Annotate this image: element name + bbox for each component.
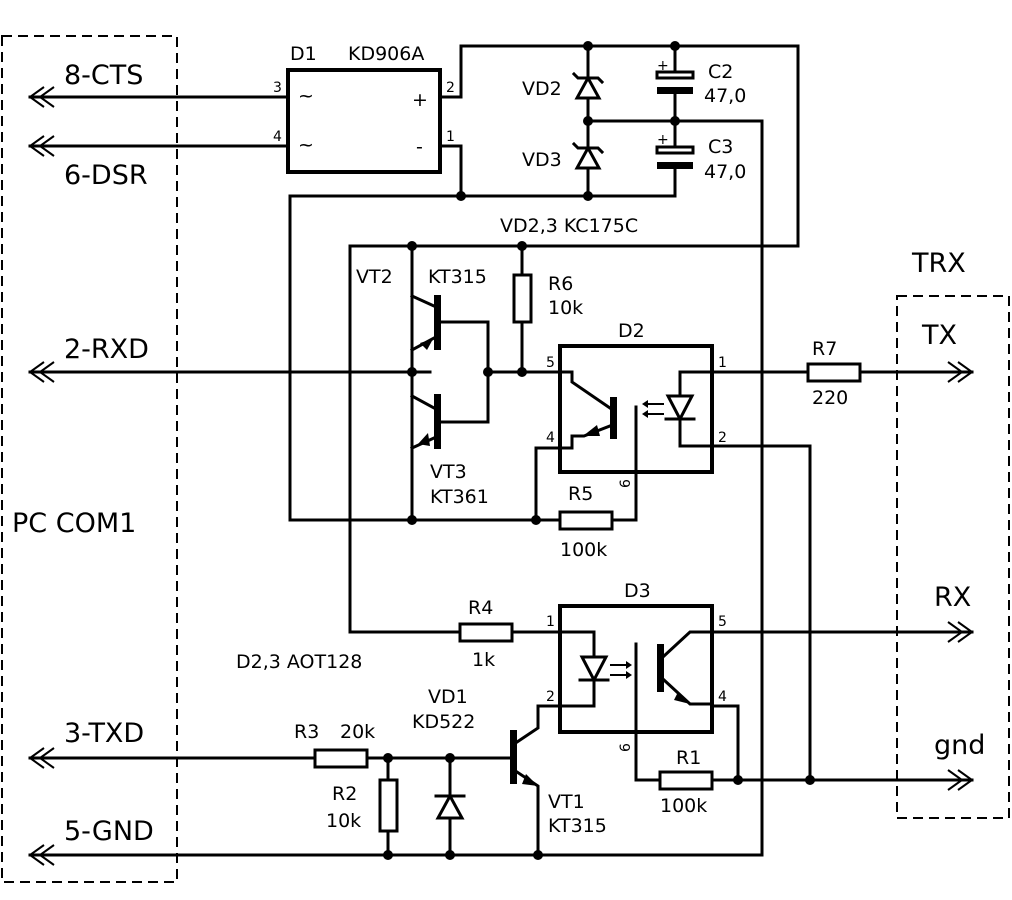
- d1-plus: +: [412, 89, 428, 111]
- r5-resistor: [558, 510, 614, 531]
- r3-value: 20k: [340, 721, 375, 743]
- vd1-ref: VD1: [428, 686, 468, 708]
- pc-com1-connector: [1, 35, 178, 883]
- d1-ref: D1: [290, 43, 317, 65]
- power-wires: [288, 44, 800, 857]
- trx-pin-tx: TX: [921, 320, 957, 351]
- vt2-type: KT315: [428, 266, 487, 288]
- d2-pin-6: 6: [618, 479, 634, 488]
- vt2-ref: VT2: [356, 266, 393, 288]
- tx-wires: [710, 370, 974, 782]
- d3-pin-1: 1: [546, 614, 555, 630]
- d3-pin-4: 4: [718, 689, 727, 705]
- r4-resistor: [458, 622, 514, 643]
- pin-label-gnd: 5-GND: [64, 816, 154, 847]
- d1-pin-1: 1: [446, 129, 455, 145]
- c3-value: 47,0: [704, 161, 746, 183]
- r3-ref: R3: [294, 721, 319, 743]
- d3-output-wires: [634, 630, 974, 782]
- vt3-transistor-symbol: [409, 370, 441, 450]
- trx-pin-rx: RX: [934, 582, 971, 613]
- d1-ac-1: ~: [298, 85, 314, 107]
- r4-value: 1k: [472, 649, 495, 671]
- d1-bridge-body: [286, 68, 442, 174]
- r1-ref: R1: [676, 747, 701, 769]
- r6-resistor: [512, 273, 533, 324]
- pin-label-txd: 3-TXD: [64, 718, 144, 749]
- zener-note: VD2,3 KC175C: [500, 215, 638, 237]
- d2-pin-1: 1: [718, 355, 727, 371]
- d1-pin-2: 2: [446, 80, 455, 96]
- r2-value: 10k: [326, 810, 361, 832]
- trx-connector: [896, 295, 1010, 819]
- d2-pin-5: 5: [546, 355, 555, 371]
- c2-ref: C2: [708, 61, 733, 83]
- d2-ref: D2: [618, 320, 645, 342]
- r7-resistor: [806, 362, 862, 383]
- d3-ref: D3: [624, 580, 651, 602]
- d2-pin-2: 2: [718, 430, 727, 446]
- vd2-ref: VD2: [522, 78, 562, 100]
- pin-label-cts: 8-CTS: [64, 60, 143, 91]
- r7-ref: R7: [812, 338, 837, 360]
- r3-resistor: [313, 748, 369, 769]
- c3-plate-neg: [657, 162, 693, 169]
- d1-type: KD906A: [348, 43, 424, 65]
- r5-value: 100k: [560, 539, 607, 561]
- vt1-ref: VT1: [548, 791, 585, 813]
- r1-resistor: [658, 770, 714, 791]
- c3-ref: C3: [708, 136, 733, 158]
- d3-led-symbol: [558, 630, 632, 708]
- c2-plate-neg: [657, 87, 693, 94]
- opto-note: D2,3 AOT128: [236, 651, 362, 673]
- d1-minus: -: [416, 136, 423, 158]
- r2-resistor: [378, 778, 399, 833]
- d2-phototransistor-symbol: [558, 370, 638, 474]
- r1-value: 100k: [660, 795, 707, 817]
- r6-value: 10k: [548, 297, 583, 319]
- d2-pin-4: 4: [546, 430, 555, 446]
- c3-plus: +: [657, 132, 669, 148]
- d1-ac-2: ~: [298, 134, 314, 156]
- d2-led-symbol: [642, 370, 714, 448]
- d1-pin-4: 4: [273, 129, 282, 145]
- junction-dots: [383, 41, 815, 860]
- d3-pin-2: 2: [546, 689, 555, 705]
- pc-com1-title: PC COM1: [12, 508, 136, 539]
- pin-label-rxd: 2-RXD: [64, 334, 149, 365]
- pin-label-dsr: 6-DSR: [64, 160, 148, 191]
- pc-arrow-heads: [28, 86, 55, 866]
- c2-plate-pos: [655, 70, 695, 80]
- r4-ref: R4: [468, 597, 493, 619]
- vt3-ref: VT3: [430, 461, 467, 483]
- c2-plus: +: [657, 58, 669, 74]
- vt3-type: KT361: [430, 486, 489, 508]
- c3-plate-pos: [655, 145, 695, 155]
- pc-signal-lines: [28, 95, 762, 857]
- c2-value: 47,0: [704, 85, 746, 107]
- d3-pin-6: 6: [618, 743, 634, 752]
- vd1-type: KD522: [412, 711, 475, 733]
- r6-ref: R6: [548, 273, 573, 295]
- vd1-diode-symbol: [434, 792, 466, 820]
- trx-pin-gnd: gnd: [934, 730, 985, 761]
- r2-ref: R2: [332, 783, 357, 805]
- r5-ref: R5: [568, 483, 593, 505]
- vd3-ref: VD3: [522, 149, 562, 171]
- d1-pin-3: 3: [273, 80, 282, 96]
- d3-pin-5: 5: [718, 614, 727, 630]
- r7-value: 220: [812, 387, 848, 409]
- trx-arrow-heads: [947, 361, 974, 791]
- vt1-transistor-symbol: [510, 704, 562, 857]
- d3-phototransistor-symbol: [634, 630, 714, 782]
- vd3-zener-symbol: [571, 141, 605, 170]
- trx-title: TRX: [911, 248, 966, 279]
- vt1-type: KT315: [548, 815, 607, 837]
- vd2-zener-symbol: [571, 71, 605, 100]
- vt2-transistor-symbol: [409, 294, 441, 374]
